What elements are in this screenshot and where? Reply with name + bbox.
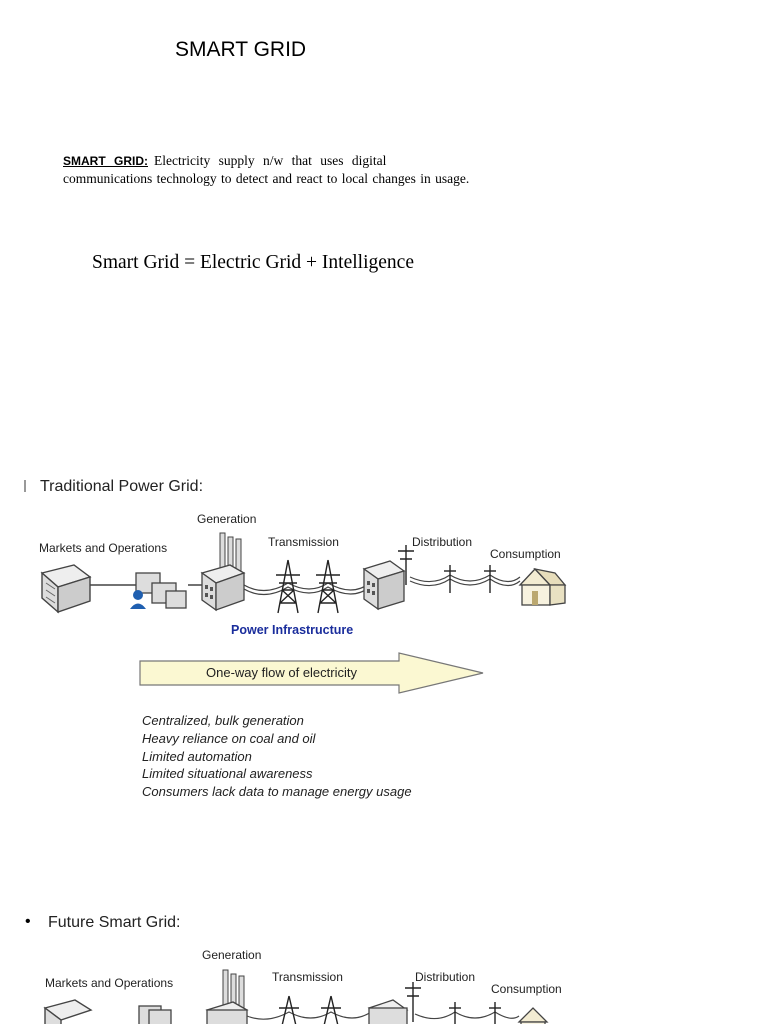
house-icon — [518, 567, 567, 606]
server-cabinet-icon — [43, 999, 93, 1024]
traditional-notes-list: Centralized, bulk generation Heavy relia… — [142, 712, 412, 801]
note-item: Limited situational awareness — [142, 766, 313, 782]
substation-icon — [362, 545, 414, 611]
markets-operations-label: Markets and Operations — [45, 976, 174, 990]
transmission-label: Transmission — [268, 535, 339, 549]
page-title: SMART GRID — [175, 38, 307, 61]
bullet-marker: • — [25, 913, 31, 930]
utility-pole-icon — [449, 1002, 461, 1024]
definition-line-1: Electricity supply n/w that uses digital — [154, 153, 387, 168]
definition-term: SMART GRID: — [63, 154, 148, 168]
operator-workstation-icon — [138, 1005, 172, 1024]
one-way-flow-arrow — [139, 652, 484, 694]
consumption-label: Consumption — [490, 547, 561, 561]
power-plant-icon — [200, 532, 246, 612]
operator-workstation-icon — [130, 572, 187, 609]
distribution-label: Distribution — [412, 535, 473, 549]
note-item: Heavy reliance on coal and oil — [142, 730, 316, 746]
markets-operations-label: Markets and Operations — [39, 541, 168, 555]
distribution-line — [414, 1011, 520, 1020]
traditional-grid-diagram — [40, 532, 567, 614]
distribution-label: Distribution — [415, 970, 476, 984]
transmission-line — [243, 582, 371, 592]
transmission-tower-icon — [321, 995, 341, 1024]
house-icon — [517, 1007, 549, 1024]
heading-marker — [24, 480, 26, 492]
traditional-grid-heading: Traditional Power Grid: — [40, 478, 204, 495]
distribution-line — [409, 578, 521, 587]
transmission-line — [246, 1011, 372, 1020]
future-grid-diagram — [43, 969, 549, 1024]
transmission-label: Transmission — [272, 970, 343, 984]
power-plant-icon — [205, 969, 249, 1024]
note-item: Limited automation — [142, 748, 252, 764]
flow-label: One-way flow of electricity — [206, 665, 357, 680]
server-cabinet-icon — [40, 564, 92, 614]
generation-label: Generation — [197, 512, 257, 526]
utility-pole-icon — [444, 565, 456, 593]
generation-label: Generation — [202, 948, 262, 962]
future-grid-heading: Future Smart Grid: — [48, 914, 181, 931]
transmission-tower-icon — [316, 559, 340, 614]
definition-line-2: communications technology to detect and … — [63, 171, 470, 186]
distribution-line — [409, 574, 521, 583]
transmission-line — [243, 586, 371, 596]
power-infrastructure-label: Power Infrastructure — [231, 623, 354, 637]
utility-pole-icon — [484, 565, 496, 593]
transmission-tower-icon — [279, 995, 299, 1024]
substation-icon — [367, 982, 421, 1024]
smart-grid-equation: Smart Grid = Electric Grid + Intelligenc… — [92, 252, 414, 273]
utility-pole-icon — [489, 1002, 501, 1024]
transmission-tower-icon — [276, 559, 300, 614]
note-item: Centralized, bulk generation — [142, 713, 304, 728]
note-item: Consumers lack data to manage energy usa… — [142, 784, 412, 800]
consumption-label: Consumption — [491, 982, 562, 996]
definition-paragraph: SMART GRID: Electricity supply n/w that u… — [63, 152, 503, 187]
